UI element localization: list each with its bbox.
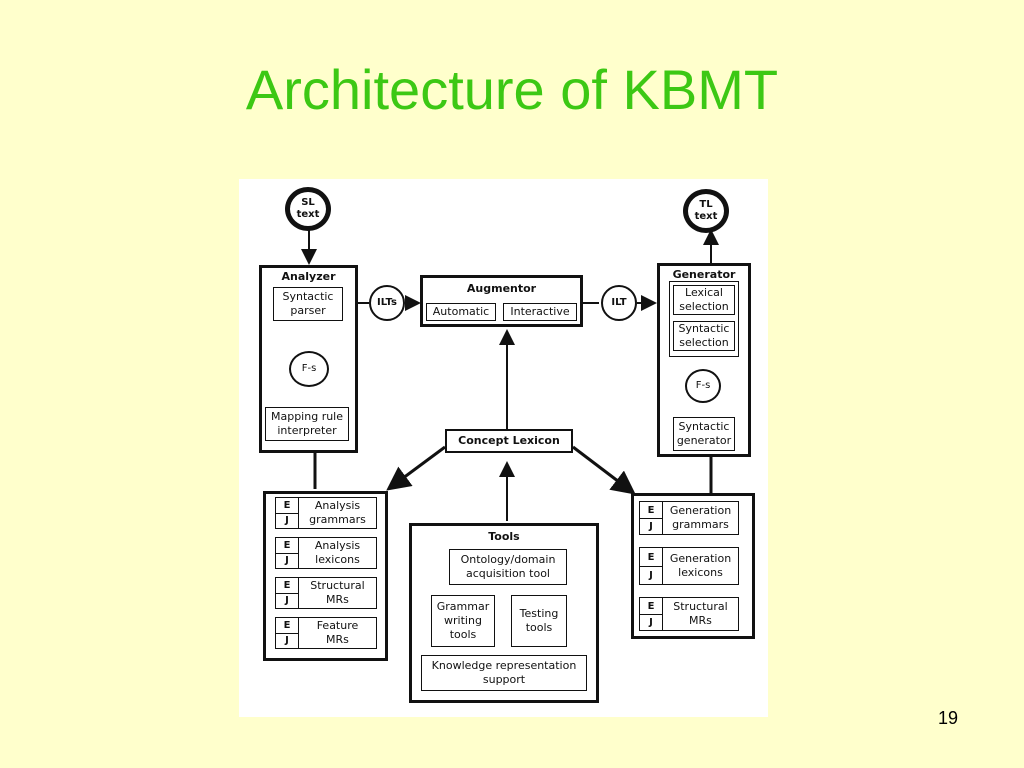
generation-grammars-label: Generation grammars xyxy=(669,504,732,531)
e-label: E xyxy=(276,538,298,554)
analysis-structural-mrs-label: Structural MRs xyxy=(310,579,365,606)
e-label: E xyxy=(640,502,662,519)
e-label: E xyxy=(640,548,662,567)
generation-lexicons-label: Generation lexicons xyxy=(669,552,732,579)
generator-title: Generator xyxy=(672,268,736,281)
ilts-node: ILTs xyxy=(369,285,405,321)
j-label: J xyxy=(649,569,653,581)
analysis-lexicons-label: Analysis lexicons xyxy=(314,539,361,566)
ilt-node: ILT xyxy=(601,285,637,321)
ontology-acquisition-tool-box: Ontology/domain acquisition tool xyxy=(449,549,567,585)
testing-tools-box: Testing tools xyxy=(511,595,567,647)
mapping-rule-interpreter-box: Mapping rule interpreter xyxy=(265,407,349,441)
generation-structural-mrs-label: Structural MRs xyxy=(673,600,728,627)
augmentor-title: Augmentor xyxy=(466,282,537,295)
feature-mrs-label: Feature MRs xyxy=(316,619,359,646)
analyzer-fs-node: F-s xyxy=(289,351,329,387)
generator-fs-node: F-s xyxy=(685,369,721,403)
concept-lexicon-box: Concept Lexicon xyxy=(445,429,573,453)
e-label: E xyxy=(276,498,298,514)
j-label: J xyxy=(285,555,289,566)
connector-lines xyxy=(301,229,719,521)
syntactic-generator-box: Syntactic generator xyxy=(673,417,735,451)
j-label: J xyxy=(285,515,289,526)
j-label: J xyxy=(285,595,289,606)
tl-text-node: TL text xyxy=(683,189,729,233)
slide-title: Architecture of KBMT xyxy=(245,58,779,121)
grammar-writing-tools-box: Grammar writing tools xyxy=(431,595,495,647)
j-label: J xyxy=(649,520,653,532)
interactive-box: Interactive xyxy=(503,303,577,321)
syntactic-parser-box: Syntactic parser xyxy=(273,287,343,321)
j-label: J xyxy=(285,635,289,646)
syntactic-selection-box: Syntactic selection xyxy=(673,321,735,351)
kbmt-architecture-diagram: SL text TL text Analyzer Syntactic parse… xyxy=(239,179,768,717)
j-label: J xyxy=(649,616,653,628)
lexical-selection-box: Lexical selection xyxy=(673,285,735,315)
tools-title: Tools xyxy=(488,530,520,543)
knowledge-representation-support-box: Knowledge representation support xyxy=(421,655,587,691)
analysis-grammars-label: Analysis grammars xyxy=(309,499,366,526)
e-label: E xyxy=(640,598,662,615)
e-label: E xyxy=(276,618,298,634)
analyzer-title: Analyzer xyxy=(281,270,336,283)
sl-text-node: SL text xyxy=(285,187,331,231)
e-label: E xyxy=(276,578,298,594)
page-number: 19 xyxy=(938,708,959,728)
automatic-box: Automatic xyxy=(426,303,496,321)
